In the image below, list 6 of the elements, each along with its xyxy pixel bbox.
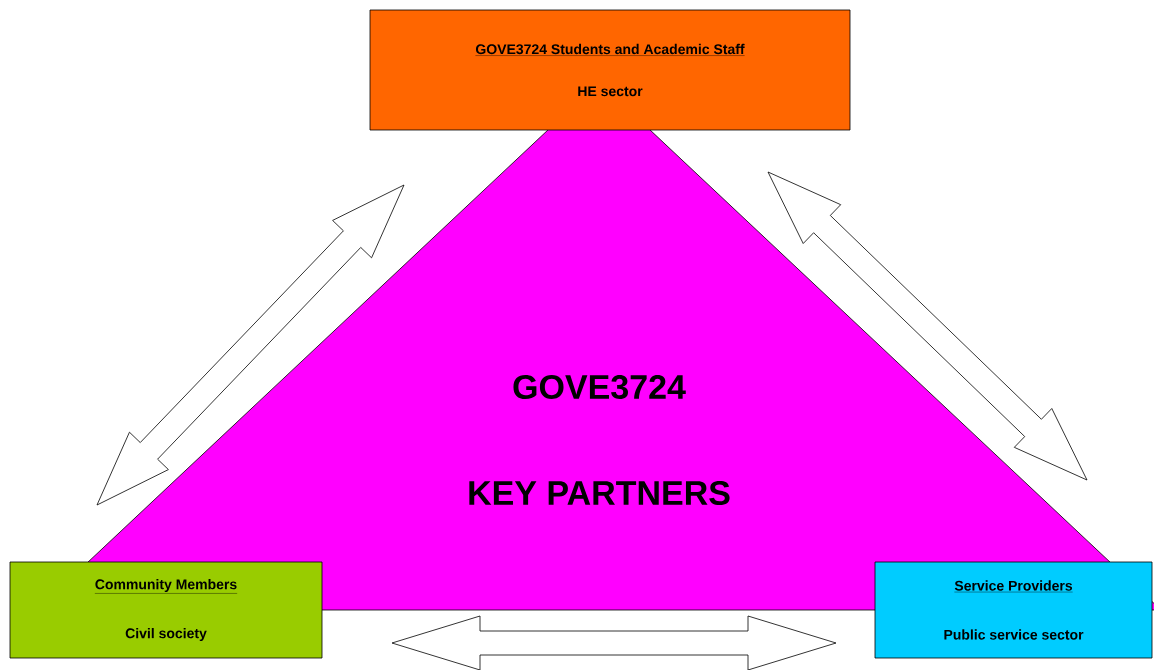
label-box: Service Providers Public service sector [874,561,1153,659]
label-box: Community Members Civil society [9,561,323,659]
double-arrow [96,184,405,506]
double-arrow [391,615,837,670]
double-arrow [767,171,1088,481]
label-box: GOVE3724 Students and Academic Staff HE sector [369,9,851,131]
